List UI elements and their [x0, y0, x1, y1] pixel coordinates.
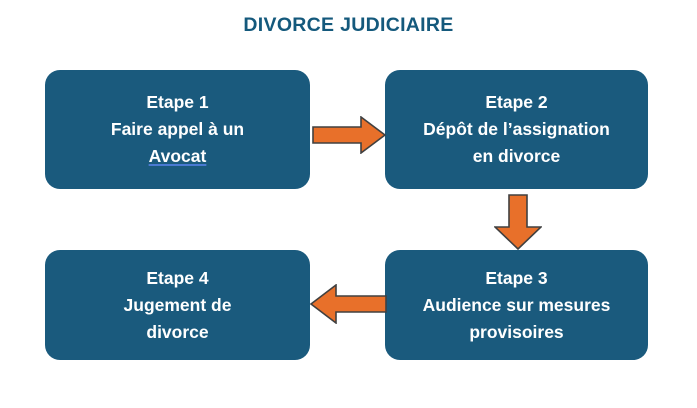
flowchart-node-step-3[interactable]: Etape 3 Audience sur mesures provisoires — [385, 250, 648, 360]
arrow-right-icon — [312, 115, 387, 155]
page-title: DIVORCE JUDICIAIRE — [243, 14, 454, 36]
flowchart-node-step-1[interactable]: Etape 1 Faire appel à un Avocat — [45, 70, 310, 189]
step-4-line-3: divorce — [146, 321, 209, 342]
step-2-line-2: Dépôt de l’assignation — [423, 119, 610, 139]
step-4-line-2: Jugement de — [123, 294, 232, 315]
step-3-line-2: Audience sur mesures — [422, 294, 611, 315]
flowchart-node-step-4[interactable]: Etape 4 Jugement de divorce — [45, 250, 310, 360]
step-1-heading: Etape 1 — [146, 92, 209, 112]
step-3-heading: Etape 3 — [485, 267, 548, 288]
step-1-line-2: Faire appel à un — [110, 119, 245, 139]
step-1-avocat-link[interactable]: Avocat — [148, 146, 207, 166]
arrow-down-icon — [493, 194, 543, 251]
step-2-line-3: en divorce — [472, 146, 561, 166]
step-2-heading: Etape 2 — [485, 92, 548, 112]
flowchart-node-step-2[interactable]: Etape 2 Dépôt de l’assignation en divorc… — [385, 70, 648, 189]
step-3-line-3: provisoires — [469, 321, 564, 342]
step-4-heading: Etape 4 — [146, 267, 209, 288]
arrow-left-icon — [309, 283, 387, 325]
